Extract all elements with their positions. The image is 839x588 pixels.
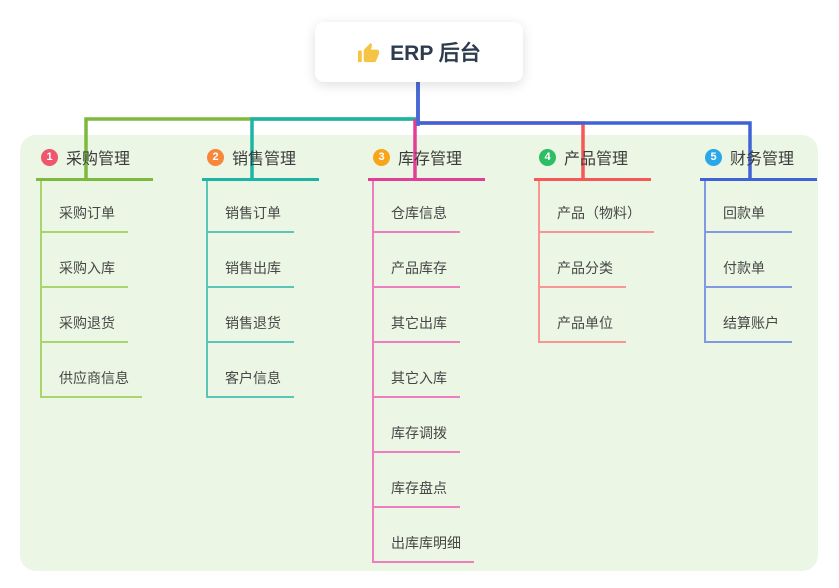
root-node[interactable]: ERP 后台 <box>315 22 523 82</box>
branch-children: 销售订单销售出库销售退货客户信息 <box>206 181 319 398</box>
branch-title-label: 采购管理 <box>66 151 131 168</box>
branch-title[interactable]: 1 采购管理 <box>36 145 153 181</box>
branch: 5 财务管理 回款单付款单结算账户 <box>700 145 817 343</box>
root-title: ERP 后台 <box>390 42 481 65</box>
branch-title[interactable]: 5 财务管理 <box>700 145 817 181</box>
branch-title-label: 财务管理 <box>730 151 795 168</box>
branch-children: 仓库信息产品库存其它出库其它入库库存调拨库存盘点出库库明细 <box>372 181 485 563</box>
child-node[interactable]: 仓库信息 <box>374 181 460 233</box>
child-node[interactable]: 销售出库 <box>208 233 294 288</box>
child-node[interactable]: 出库库明细 <box>374 508 474 563</box>
child-node[interactable]: 其它出库 <box>374 288 460 343</box>
child-node[interactable]: 其它入库 <box>374 343 460 398</box>
child-node[interactable]: 销售订单 <box>208 181 294 233</box>
branch: 2 销售管理 销售订单销售出库销售退货客户信息 <box>202 145 319 398</box>
child-node[interactable]: 采购订单 <box>42 181 128 233</box>
branch-title[interactable]: 2 销售管理 <box>202 145 319 181</box>
child-node[interactable]: 客户信息 <box>208 343 294 398</box>
child-node[interactable]: 库存盘点 <box>374 453 460 508</box>
child-node[interactable]: 销售退货 <box>208 288 294 343</box>
branch-title-label: 产品管理 <box>564 151 629 168</box>
child-node[interactable]: 结算账户 <box>706 288 792 343</box>
child-node[interactable]: 付款单 <box>706 233 792 288</box>
child-node[interactable]: 库存调拨 <box>374 398 460 453</box>
child-node[interactable]: 回款单 <box>706 181 792 233</box>
child-node[interactable]: 产品库存 <box>374 233 460 288</box>
branch: 1 采购管理 采购订单采购入库采购退货供应商信息 <box>36 145 153 398</box>
branch-children: 产品（物料）产品分类产品单位 <box>538 181 654 343</box>
branch-number-badge: 4 <box>539 148 556 166</box>
branch-number-badge: 1 <box>41 148 58 166</box>
branch-children: 回款单付款单结算账户 <box>704 181 817 343</box>
branch: 3 库存管理 仓库信息产品库存其它出库其它入库库存调拨库存盘点出库库明细 <box>368 145 485 563</box>
child-node[interactable]: 供应商信息 <box>42 343 142 398</box>
child-node[interactable]: 产品分类 <box>540 233 626 288</box>
branch-number-badge: 5 <box>705 148 722 166</box>
child-node[interactable]: 采购退货 <box>42 288 128 343</box>
branch-children: 采购订单采购入库采购退货供应商信息 <box>40 181 153 398</box>
branch-title-label: 库存管理 <box>398 151 463 168</box>
branch-title-label: 销售管理 <box>232 151 297 168</box>
branch-number-badge: 2 <box>207 148 224 166</box>
mindmap-panel <box>20 135 818 571</box>
branch: 4 产品管理 产品（物料）产品分类产品单位 <box>534 145 654 343</box>
thumbs-up-icon <box>358 42 380 62</box>
branch-title[interactable]: 3 库存管理 <box>368 145 485 181</box>
child-node[interactable]: 采购入库 <box>42 233 128 288</box>
child-node[interactable]: 产品单位 <box>540 288 626 343</box>
branch-number-badge: 3 <box>373 148 390 166</box>
branch-title[interactable]: 4 产品管理 <box>534 145 651 181</box>
child-node[interactable]: 产品（物料） <box>540 181 654 233</box>
